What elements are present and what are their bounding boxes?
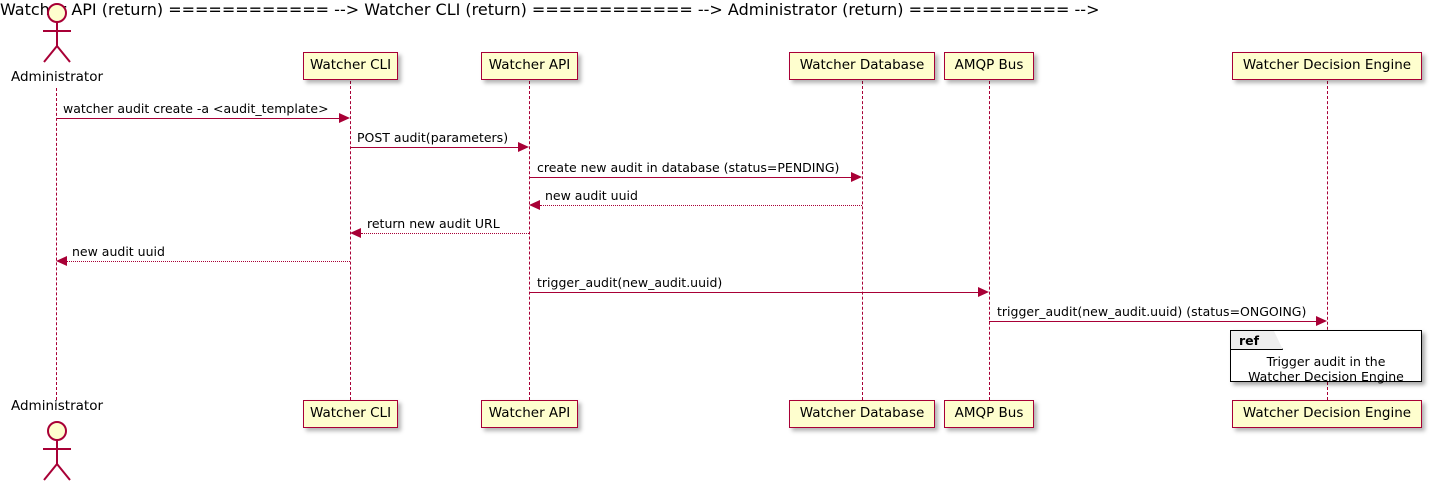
- message-arrow-line-6: [67, 261, 350, 262]
- message-arrowhead-2: [518, 142, 529, 152]
- message-label-4: new audit uuid: [545, 188, 638, 203]
- participant-label: Watcher Database: [799, 57, 925, 74]
- lifeline-watcher-decision-engine: [1327, 81, 1328, 400]
- participant-watcher-api-top[interactable]: Watcher API: [481, 52, 578, 80]
- actor-label-administrator-top: Administrator: [10, 69, 104, 85]
- message-label-3: create new audit in database (status=PEN…: [537, 160, 840, 175]
- message-arrow-line-2: [350, 147, 519, 148]
- participant-watcher-cli-bottom[interactable]: Watcher CLI: [303, 400, 398, 428]
- ref-fragment-body: Trigger audit in the Watcher Decision En…: [1231, 354, 1421, 384]
- participant-watcher-api-bottom[interactable]: Watcher API: [481, 400, 578, 428]
- message-label-1: watcher audit create -a <audit_template>: [63, 101, 329, 116]
- message-arrow-line-7: [529, 292, 979, 293]
- actor-administrator-top: [43, 3, 71, 63]
- participant-label: Watcher CLI: [309, 57, 392, 74]
- message-label-7: trigger_audit(new_audit.uuid): [537, 275, 723, 290]
- participant-watcher-decision-engine-top[interactable]: Watcher Decision Engine: [1232, 52, 1422, 80]
- message-arrowhead-5: [350, 228, 361, 238]
- message-arrowhead-1: [339, 113, 350, 123]
- participant-label: Watcher API: [488, 57, 571, 74]
- participant-watcher-cli-top[interactable]: Watcher CLI: [303, 52, 398, 80]
- lifeline-watcher-cli: [350, 81, 351, 400]
- message-arrow-line-8: [989, 321, 1317, 322]
- message-arrow-line-3: [529, 177, 852, 178]
- message-label-8: trigger_audit(new_audit.uuid) (status=ON…: [997, 304, 1307, 319]
- ref-fragment-line-1: Trigger audit in the: [1266, 354, 1386, 369]
- participant-label: Watcher API: [488, 405, 571, 422]
- message-label-5: return new audit URL: [367, 216, 500, 231]
- message-label-2: POST audit(parameters): [357, 130, 509, 145]
- lifeline-watcher-database: [862, 81, 863, 400]
- lifeline-administrator: [56, 88, 57, 400]
- participant-amqp-bus-top[interactable]: AMQP Bus: [944, 52, 1034, 80]
- participant-watcher-database-bottom[interactable]: Watcher Database: [789, 400, 935, 428]
- participant-label: Watcher Decision Engine: [1242, 57, 1412, 74]
- actor-administrator-bottom: [43, 421, 71, 481]
- participant-label: Watcher CLI: [309, 405, 392, 422]
- message-label-6: new audit uuid: [72, 244, 165, 259]
- participant-label: Watcher Decision Engine: [1242, 405, 1412, 422]
- lifeline-amqp-bus: [989, 81, 990, 400]
- message-arrow-line-1: [56, 118, 340, 119]
- message-arrowhead-3: [851, 172, 862, 182]
- message-arrowhead-4: [529, 200, 540, 210]
- message-arrow-line-5: [361, 233, 529, 234]
- message-arrowhead-7: [978, 287, 989, 297]
- actor-label-administrator-bottom: Administrator: [10, 398, 104, 414]
- message-arrow-line-4: [540, 205, 862, 206]
- message-arrowhead-6: [56, 256, 67, 266]
- ref-fragment-box: ref Trigger audit in the Watcher Decisio…: [1230, 330, 1422, 384]
- message-arrowhead-8: [1316, 316, 1327, 326]
- participant-label: AMQP Bus: [954, 405, 1024, 422]
- participant-label: Watcher Database: [799, 405, 925, 422]
- ref-fragment-line-2: Watcher Decision Engine: [1248, 369, 1404, 384]
- ref-fragment-tab: ref: [1231, 331, 1283, 350]
- participant-amqp-bus-bottom[interactable]: AMQP Bus: [944, 400, 1034, 428]
- participant-watcher-decision-engine-bottom[interactable]: Watcher Decision Engine: [1232, 400, 1422, 428]
- participant-watcher-database-top[interactable]: Watcher Database: [789, 52, 935, 80]
- participant-label: AMQP Bus: [954, 57, 1024, 74]
- lifeline-watcher-api: [529, 81, 530, 400]
